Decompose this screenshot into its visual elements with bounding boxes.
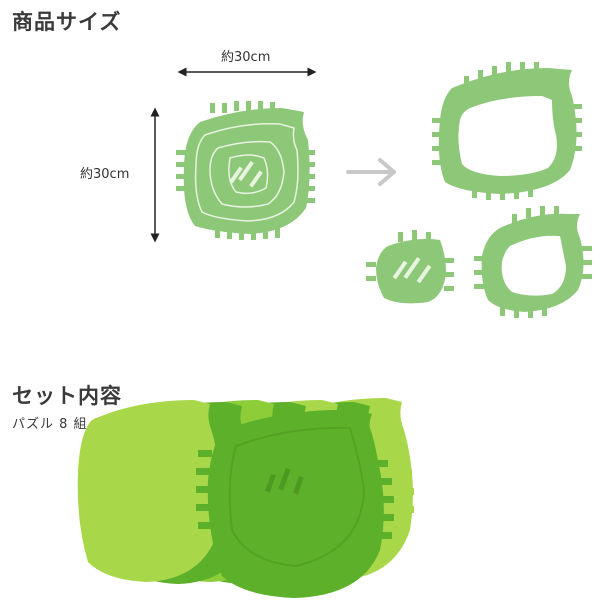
puzzle-stack [77, 398, 414, 598]
product-size-heading: 商品サイズ [12, 10, 122, 34]
arrow-right-icon [346, 158, 396, 186]
assembled-puzzle-piece [176, 101, 315, 240]
height-dimension-label: 約30cm [80, 167, 130, 182]
large-ring-piece [432, 62, 582, 200]
set-contents-heading: セット内容 [12, 384, 122, 408]
stacked-piece-1 [196, 409, 394, 598]
small-leaf-piece [366, 230, 454, 304]
width-dimension-label: 約30cm [221, 50, 271, 65]
medium-ring-piece [474, 206, 592, 318]
